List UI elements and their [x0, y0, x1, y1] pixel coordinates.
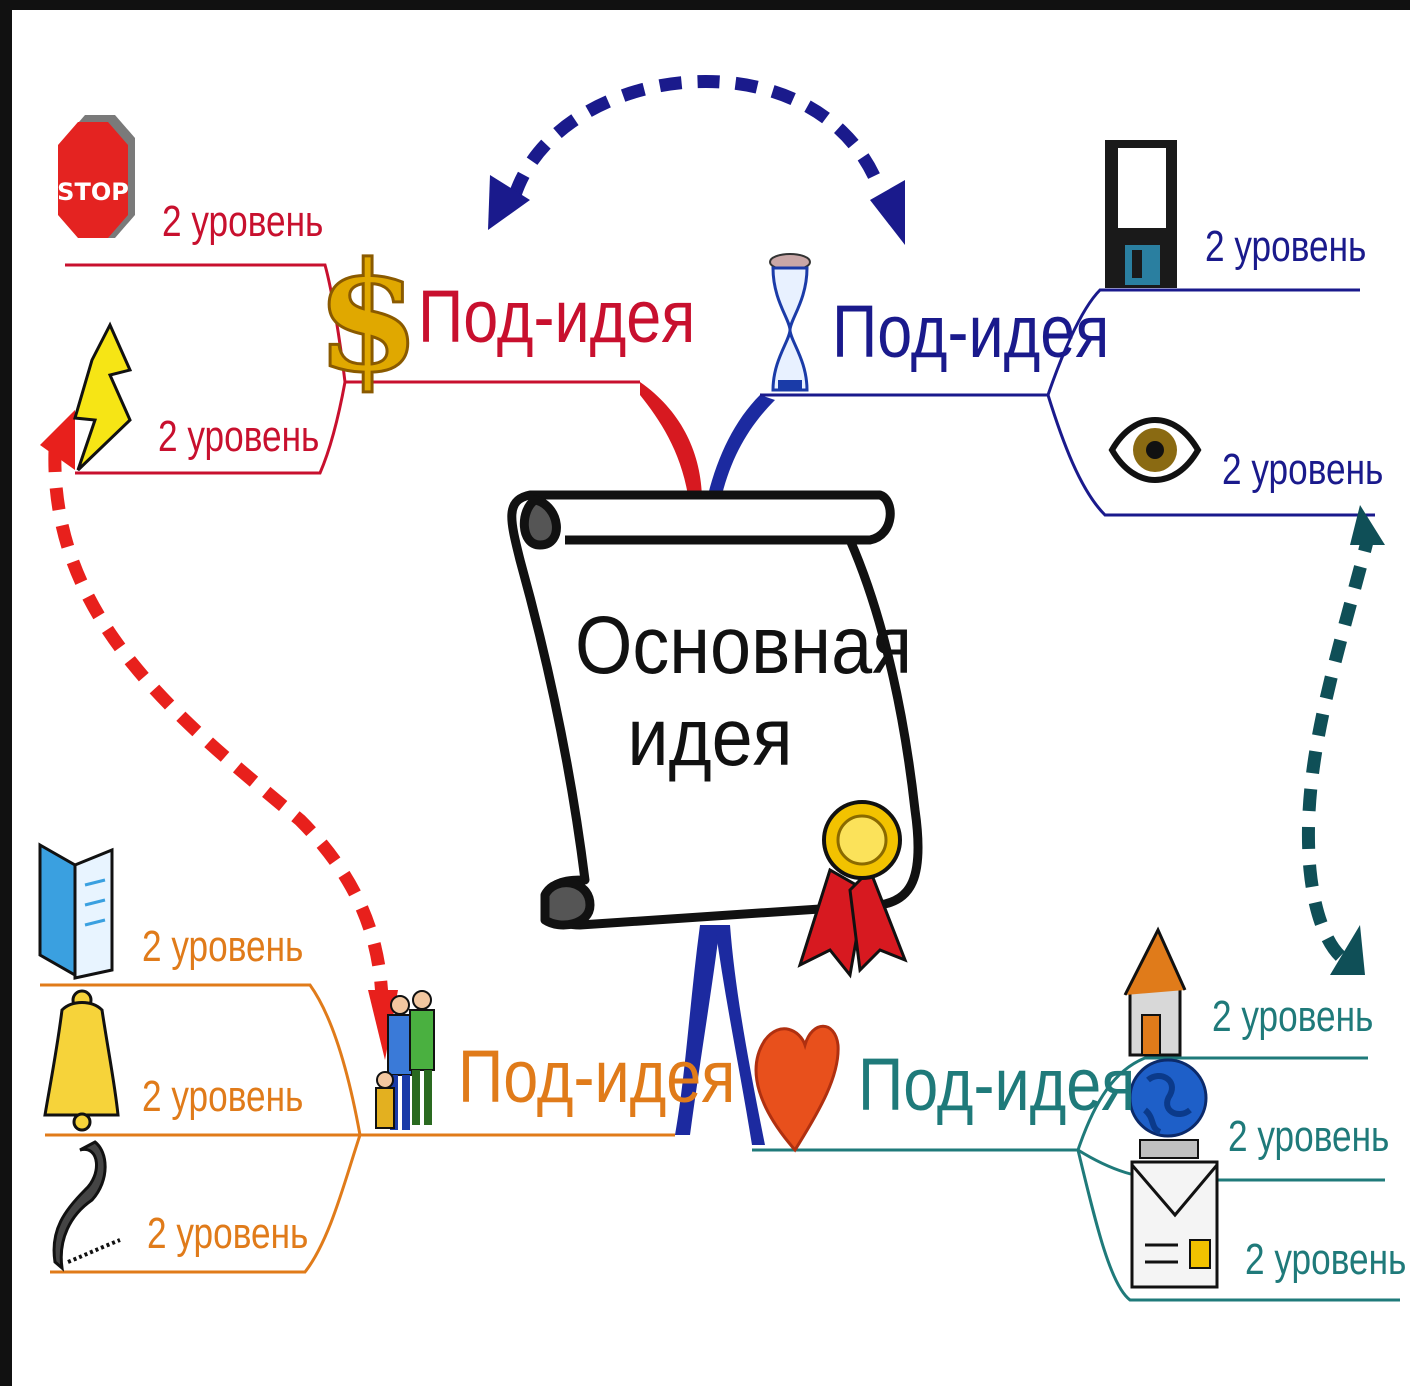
level2-label-bottom-left-3: 2 уровень — [147, 1209, 309, 1258]
dashed-arrow-right — [1301, 505, 1385, 975]
level2-label-bottom-right-2: 2 уровень — [1228, 1112, 1390, 1161]
globe-icon — [1128, 1058, 1208, 1159]
lightning-icon — [73, 321, 133, 472]
dollar-icon: $ — [314, 229, 421, 408]
telephone-icon — [52, 1140, 121, 1272]
center-idea-line2: идея — [627, 691, 793, 783]
branch-taper-blue-top — [708, 395, 775, 495]
branch-lines-top-left — [65, 263, 640, 475]
level2-label-top-left-1: 2 уровень — [162, 197, 324, 246]
envelope-icon — [1130, 1160, 1219, 1289]
center-idea-text: Основная идея — [575, 600, 913, 784]
center-idea-line1: Основная — [575, 600, 913, 691]
hourglass-icon — [769, 253, 811, 392]
level2-label-bottom-left-1: 2 уровень — [142, 922, 304, 971]
level2-label-top-right-2: 2 уровень — [1222, 445, 1384, 494]
dashed-arrow-top — [488, 75, 905, 245]
level2-label-bottom-left-2: 2 уровень — [142, 1072, 304, 1121]
seal-ribbon-icon — [797, 800, 908, 979]
branch-taper-blue-bottom — [675, 925, 720, 1135]
sub-idea-bottom-left: Под-идея — [458, 1035, 736, 1118]
stop-sign-icon: STOP — [57, 115, 135, 238]
house-icon — [1123, 926, 1187, 1057]
book-icon — [38, 842, 114, 980]
floppy-disk-icon — [1105, 140, 1177, 288]
level2-label-top-left-2: 2 уровень — [158, 412, 320, 461]
scroll-icon — [507, 490, 923, 930]
sub-idea-top-left: Под-идея — [418, 275, 696, 358]
level2-label-top-right-1: 2 уровень — [1205, 222, 1367, 271]
level2-label-bottom-right-1: 2 уровень — [1212, 992, 1374, 1041]
bell-icon — [43, 989, 120, 1132]
svg-text:$: $ — [316, 230, 420, 406]
svg-text:STOP: STOP — [57, 178, 129, 206]
level2-label-bottom-right-3: 2 уровень — [1245, 1235, 1407, 1284]
branch-taper-teal — [715, 925, 765, 1145]
sub-idea-top-right: Под-идея — [832, 290, 1110, 373]
branch-lines-top-right — [760, 288, 1375, 517]
eye-icon — [1108, 417, 1202, 483]
branch-lines-bottom-left — [40, 983, 675, 1274]
people-icon — [375, 990, 435, 1130]
sub-idea-bottom-right: Под-идея — [858, 1043, 1136, 1126]
branch-taper-red — [640, 382, 702, 495]
heart-icon — [754, 1024, 840, 1153]
